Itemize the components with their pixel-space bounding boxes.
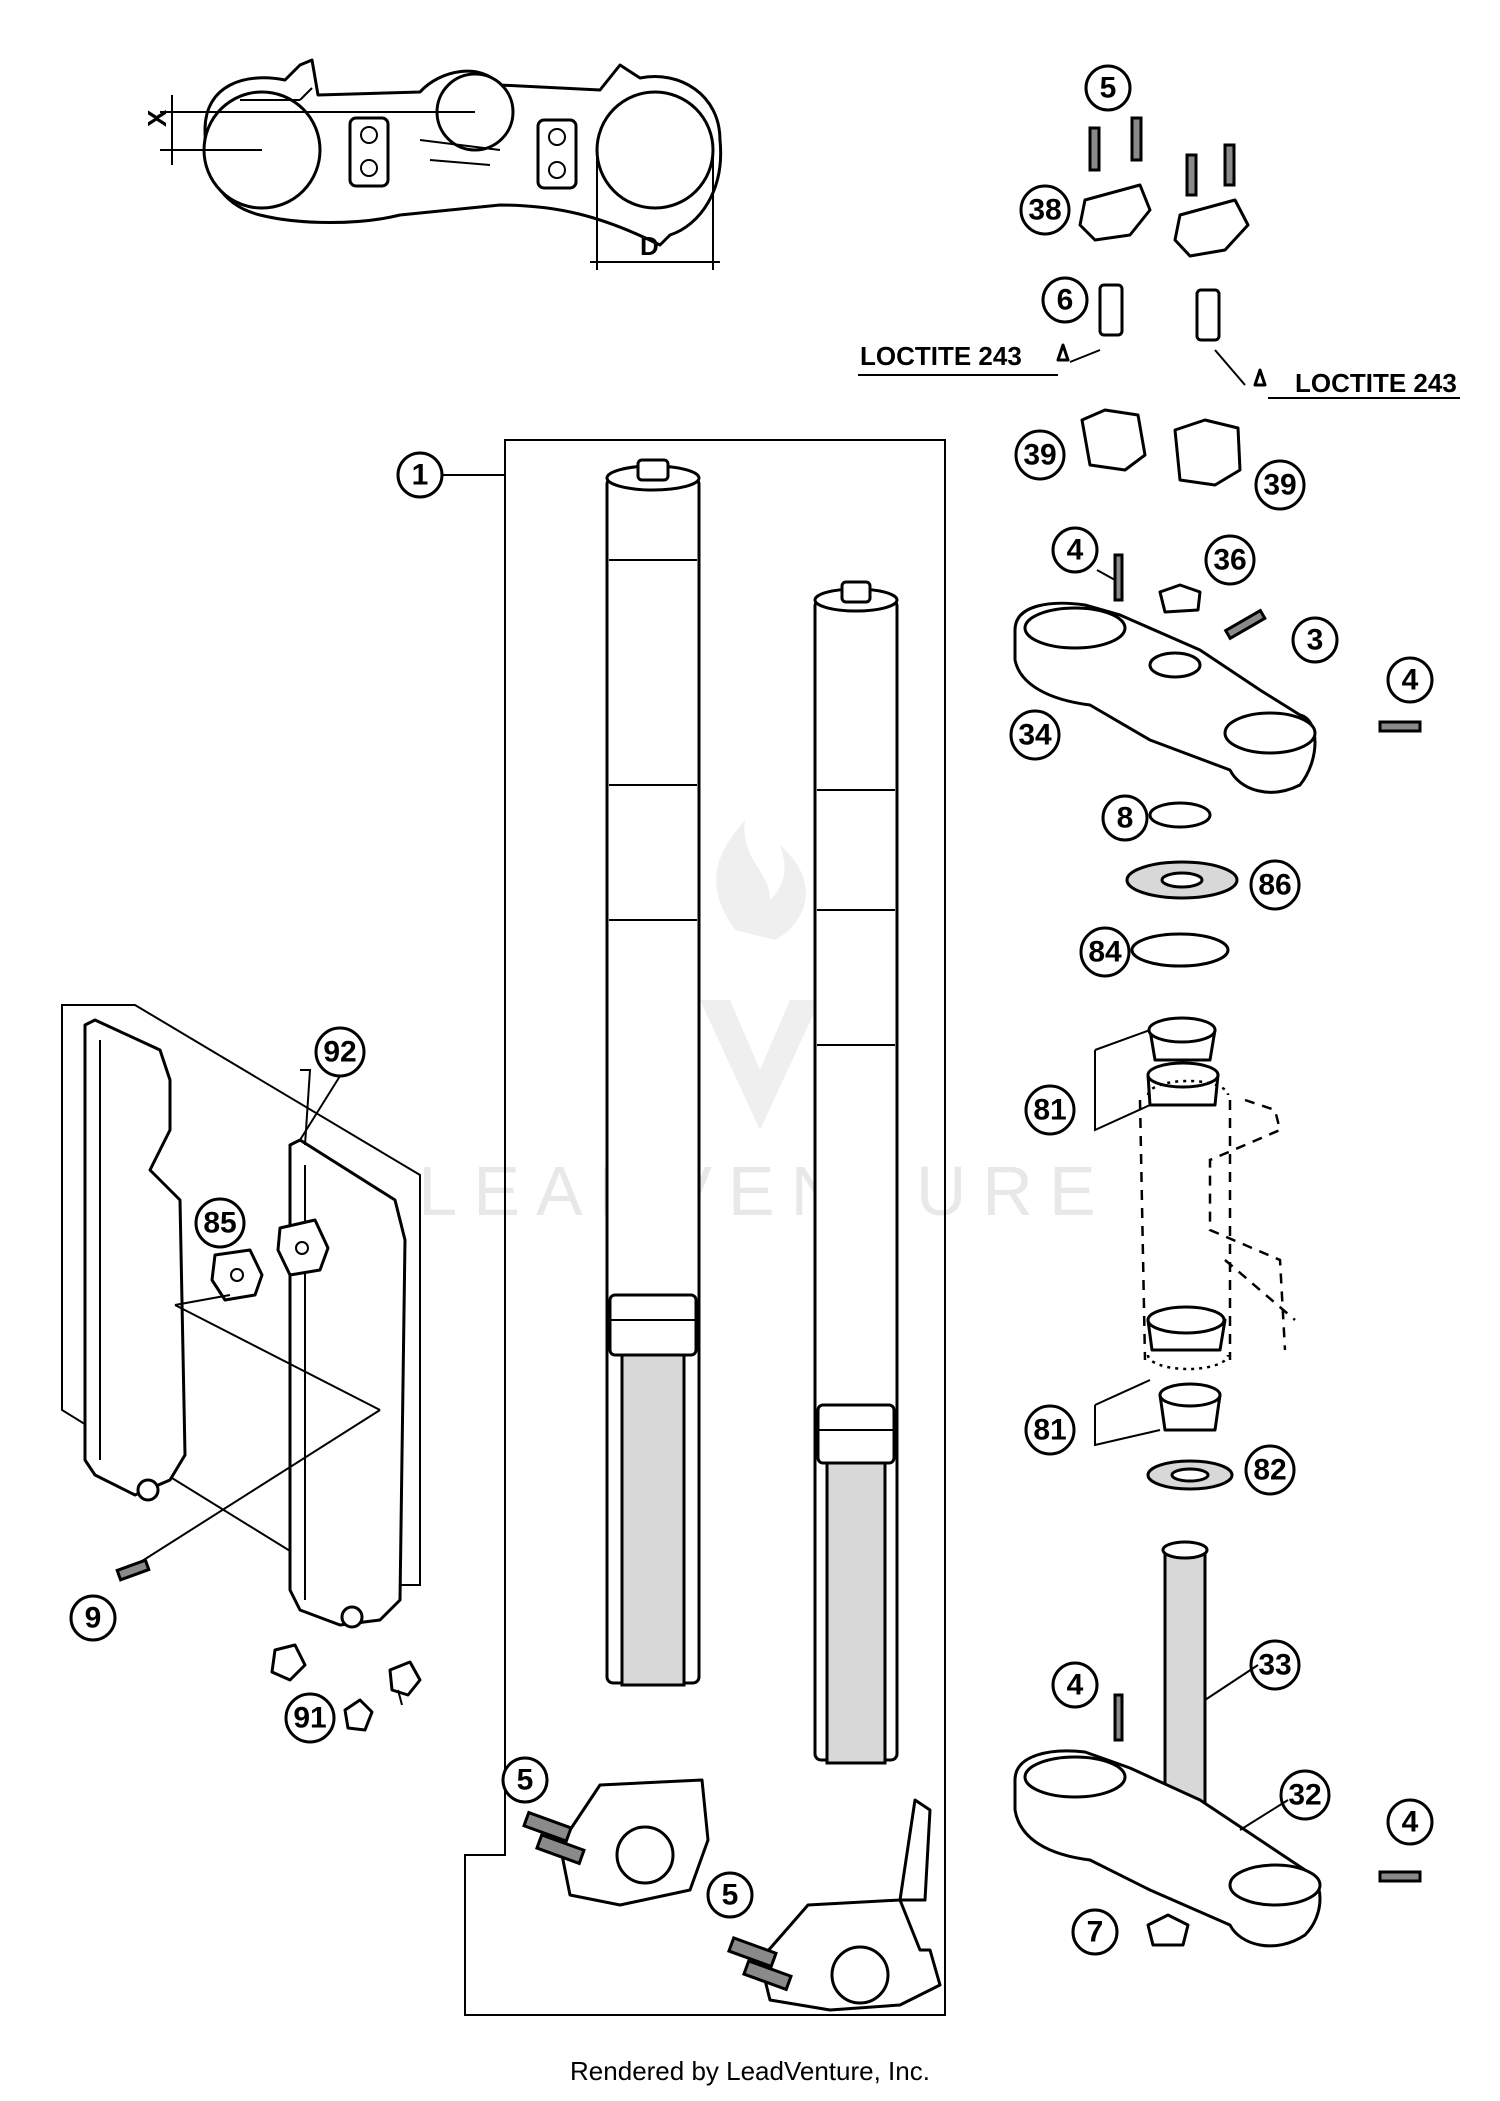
- callout-6[interactable]: 6: [1041, 276, 1089, 324]
- svg-text:81: 81: [1033, 1414, 1066, 1447]
- callout-34[interactable]: 34: [1009, 709, 1061, 761]
- steering-bearing-parts: [1094, 801, 1296, 1491]
- svg-text:84: 84: [1088, 936, 1122, 969]
- lower-triple-clamp: [1013, 1540, 1422, 1948]
- svg-text:33: 33: [1258, 1649, 1291, 1682]
- svg-text:8: 8: [1117, 802, 1134, 835]
- handlebar-clamp-parts: LOCTITE 243 LOCTITE 243: [858, 116, 1460, 487]
- svg-text:4: 4: [1067, 534, 1084, 567]
- callout-81-lower[interactable]: 81: [1024, 1404, 1076, 1456]
- svg-text:82: 82: [1253, 1454, 1286, 1487]
- callout-86[interactable]: 86: [1249, 859, 1301, 911]
- svg-text:38: 38: [1028, 194, 1061, 227]
- svg-text:36: 36: [1213, 544, 1246, 577]
- svg-text:4: 4: [1402, 664, 1419, 697]
- callout-39-left[interactable]: 39: [1014, 429, 1066, 481]
- svg-text:39: 39: [1263, 469, 1296, 502]
- dimension-x-label: X: [142, 109, 172, 127]
- svg-text:39: 39: [1023, 439, 1056, 472]
- callout-4-lower-left[interactable]: 4: [1051, 1661, 1099, 1709]
- svg-text:91: 91: [293, 1702, 326, 1735]
- svg-text:7: 7: [1087, 1916, 1104, 1949]
- callout-84[interactable]: 84: [1079, 926, 1131, 978]
- svg-text:81: 81: [1033, 1094, 1066, 1127]
- callout-5-left-leg[interactable]: 5: [501, 1756, 549, 1804]
- svg-text:5: 5: [1100, 72, 1117, 105]
- callout-4-lower-right[interactable]: 4: [1386, 1798, 1434, 1846]
- callout-32[interactable]: 32: [1279, 1769, 1331, 1821]
- dimension-d-label: D: [640, 231, 659, 261]
- right-fork-leg: [727, 580, 942, 2012]
- svg-text:34: 34: [1018, 719, 1052, 752]
- upper-triple-clamp: [1013, 553, 1422, 794]
- callout-38[interactable]: 38: [1019, 184, 1071, 236]
- callout-1[interactable]: 1: [396, 451, 444, 499]
- svg-text:5: 5: [722, 1879, 739, 1912]
- svg-text:4: 4: [1067, 1669, 1084, 1702]
- fork-assembly: [440, 439, 946, 2016]
- leader-lines: [299, 569, 1289, 1831]
- callout-39-right[interactable]: 39: [1254, 459, 1306, 511]
- callout-33[interactable]: 33: [1249, 1639, 1301, 1691]
- svg-text:85: 85: [203, 1207, 236, 1240]
- callout-5-right-leg[interactable]: 5: [706, 1871, 754, 1919]
- svg-text:92: 92: [323, 1036, 356, 1069]
- callout-4-upper-right[interactable]: 4: [1386, 656, 1434, 704]
- callout-92[interactable]: 92: [314, 1026, 366, 1078]
- credit-footer: Rendered by LeadVenture, Inc.: [570, 2056, 930, 2086]
- loctite-right-label: LOCTITE 243: [1295, 368, 1457, 398]
- top-clamp-dimension-view: X D: [142, 58, 723, 270]
- callout-85[interactable]: 85: [194, 1197, 246, 1249]
- svg-text:9: 9: [85, 1602, 102, 1635]
- svg-text:1: 1: [412, 459, 429, 492]
- svg-text:4: 4: [1402, 1806, 1419, 1839]
- svg-text:32: 32: [1288, 1779, 1321, 1812]
- watermark-text: LEADVENTURE: [418, 1152, 1111, 1230]
- loctite-left-label: LOCTITE 243: [860, 341, 1022, 371]
- callout-5-top[interactable]: 5: [1084, 64, 1132, 112]
- callout-8[interactable]: 8: [1101, 794, 1149, 842]
- callout-7[interactable]: 7: [1071, 1908, 1119, 1956]
- callout-91[interactable]: 91: [284, 1692, 336, 1744]
- callout-3[interactable]: 3: [1291, 616, 1339, 664]
- watermark: LEADVENTURE: [418, 820, 1111, 1230]
- callout-9[interactable]: 9: [69, 1594, 117, 1642]
- callout-4-upper-left[interactable]: 4: [1051, 526, 1099, 574]
- fork-guard-group: [61, 1004, 422, 1732]
- svg-text:5: 5: [517, 1764, 534, 1797]
- svg-text:86: 86: [1258, 869, 1291, 902]
- callout-36[interactable]: 36: [1204, 534, 1256, 586]
- svg-text:3: 3: [1307, 624, 1324, 657]
- callout-82[interactable]: 82: [1244, 1444, 1296, 1496]
- svg-text:6: 6: [1057, 284, 1074, 317]
- callout-81-upper[interactable]: 81: [1024, 1084, 1076, 1136]
- left-fork-leg: [522, 458, 710, 1907]
